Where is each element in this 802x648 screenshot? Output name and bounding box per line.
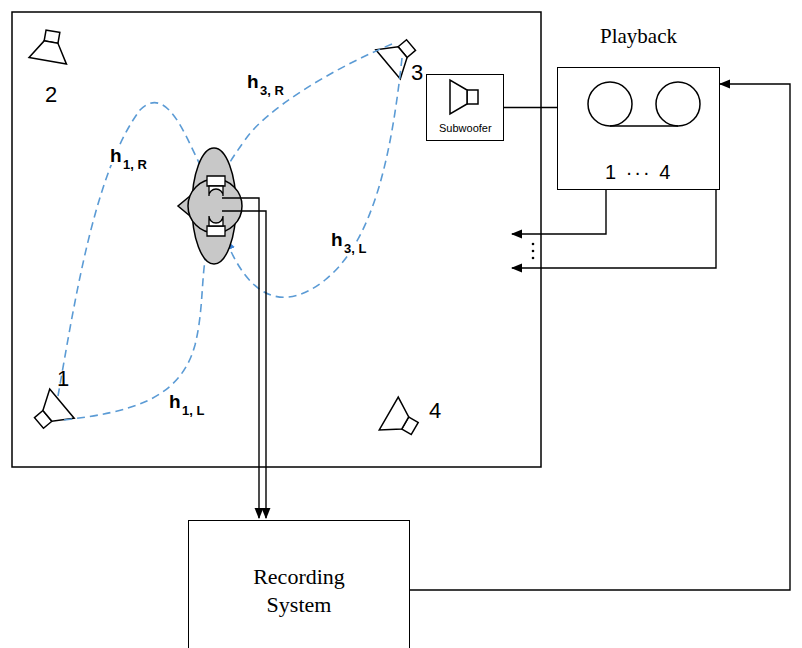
connector [410, 84, 790, 590]
transfer-subscript: 1, L [181, 404, 205, 417]
speaker-symbol [379, 397, 424, 445]
transfer-symbol: h [246, 72, 260, 91]
transfer-paths [58, 44, 402, 420]
connector [504, 107, 557, 108]
subwoofer-symbol [450, 80, 478, 114]
tape-reels [588, 82, 700, 126]
transfer-symbol: h [330, 230, 344, 249]
box-heading: Playback [600, 24, 677, 49]
callout-number: 4 [428, 400, 442, 422]
listener-figure [178, 148, 242, 264]
recording-box: Recording System [188, 520, 410, 648]
transfer-subscript: 1, R [122, 158, 148, 171]
channel-range: 1 ··· 4 [605, 161, 672, 184]
transfer-symbol: h [168, 392, 182, 411]
subwoofer-box: Subwoofer [426, 74, 504, 141]
continuation-dots [532, 243, 535, 260]
speaker-symbol [29, 28, 72, 64]
transfer-subscript: 3, R [259, 84, 285, 97]
output-lines [512, 190, 716, 268]
mic-wires [222, 198, 266, 518]
callout-number: 1 [56, 368, 70, 390]
box-label: Subwoofer [439, 122, 492, 134]
transfer-subscript: 3, L [343, 242, 367, 255]
callout-number: 2 [44, 84, 58, 106]
box-label: Recording System [239, 563, 359, 618]
transfer-symbol: h [109, 146, 123, 165]
speaker-symbol [27, 389, 74, 437]
callout-number: 3 [410, 62, 424, 84]
room-outline [12, 12, 541, 467]
playback-box: Playback1 ··· 4 [557, 67, 720, 190]
